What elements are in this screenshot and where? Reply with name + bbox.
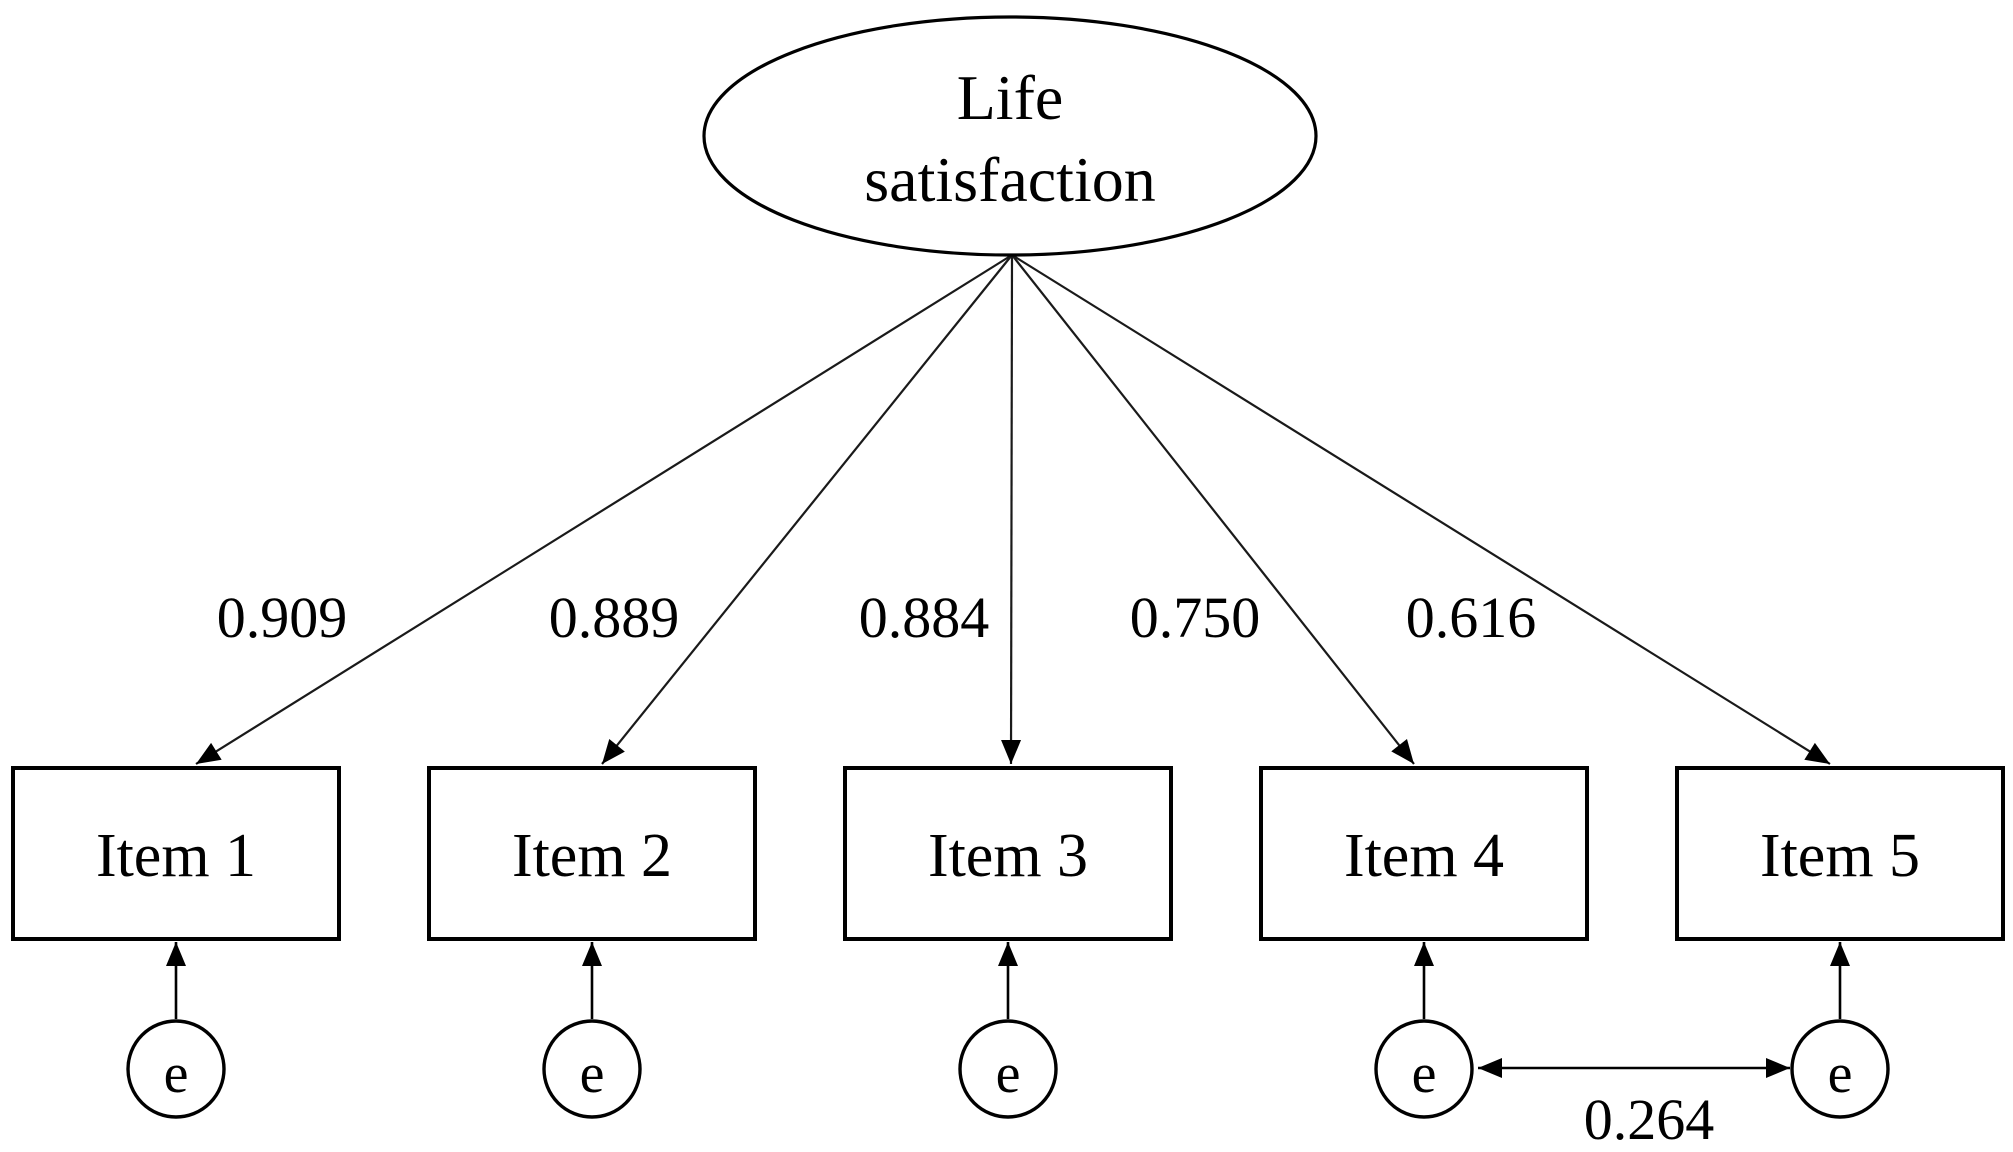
loading-value-item5: 0.616	[1406, 585, 1537, 650]
error-term-item3	[958, 1019, 1058, 1119]
latent-variable-label-line1: Life	[957, 62, 1064, 133]
error-label-item3: e	[996, 1043, 1021, 1105]
item2-label: Item 2	[512, 822, 672, 890]
item4-box	[1259, 766, 1589, 941]
item4-label: Item 4	[1344, 822, 1504, 890]
item1-label: Item 1	[96, 822, 256, 890]
item3-label: Item 3	[928, 822, 1088, 890]
loading-path-item1	[195, 254, 1013, 765]
error-term-item1	[126, 1019, 226, 1119]
loading-value-item2: 0.889	[549, 585, 680, 650]
item1-box	[11, 766, 341, 941]
item5-box	[1675, 766, 2005, 941]
item3-box	[843, 766, 1173, 941]
latent-variable-ellipse	[702, 15, 1318, 257]
error-label-item5: e	[1828, 1043, 1853, 1105]
error-term-item5	[1790, 1019, 1890, 1119]
loading-value-item1: 0.909	[217, 585, 348, 650]
item2-box	[427, 766, 757, 941]
latent-variable-label-line2: satisfaction	[864, 144, 1155, 215]
loading-value-item3: 0.884	[859, 585, 990, 650]
loading-path-item2	[601, 254, 1013, 765]
error-label-item4: e	[1412, 1043, 1437, 1105]
item5-label: Item 5	[1760, 822, 1920, 890]
error-term-item4	[1374, 1019, 1474, 1119]
loading-path-item4	[1011, 254, 1415, 765]
error-covariance-value: 0.264	[1584, 1087, 1715, 1152]
error-label-item2: e	[580, 1043, 605, 1105]
loading-value-item4: 0.750	[1130, 585, 1261, 650]
error-term-item2	[542, 1019, 642, 1119]
error-label-item1: e	[164, 1043, 189, 1105]
loading-path-item5	[1011, 254, 1831, 765]
loading-path-item3	[1001, 254, 1022, 765]
